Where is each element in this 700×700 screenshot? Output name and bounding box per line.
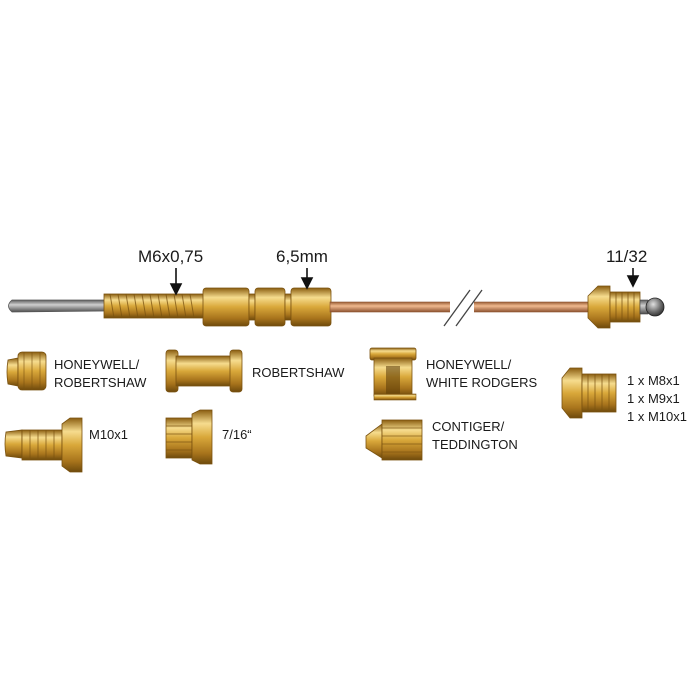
- adapter-honeywell-white-rodgers: [369, 347, 417, 401]
- tube-break-gap: [450, 296, 474, 318]
- probe-thread-section: [103, 293, 205, 319]
- probe-thread-lines: [109, 293, 195, 319]
- connector-thread: [609, 291, 641, 323]
- break-line-right: [455, 289, 483, 327]
- adapter-label-reducer-sizes: 1 x M8x1 1 x M9x1 1 x M10x1: [627, 373, 687, 424]
- adapter-label-honeywell-white-rodgers: HONEYWELL/ WHITE RODGERS: [426, 357, 538, 390]
- adapter-m10x1: [4, 417, 83, 473]
- connector-ball-tip: [645, 297, 665, 317]
- adapter-honeywell-robertshaw: [6, 351, 47, 391]
- adapter-robertshaw: [165, 349, 243, 393]
- connector-flange: [587, 285, 611, 329]
- adapter-label-honeywell-robertshaw: HONEYWELL/ ROBERTSHAW: [54, 357, 147, 390]
- diameter-label: 6,5mm: [276, 247, 328, 266]
- adapter-reducer-bushing: [561, 367, 617, 419]
- probe-body-2: [254, 287, 286, 327]
- adapter-contiger-teddington: [365, 419, 423, 461]
- adapter-label-7-16: 7/16“: [222, 427, 252, 442]
- probe-body-3: [290, 287, 332, 327]
- thermocouple-probe: [8, 285, 665, 329]
- probe-body-1: [202, 287, 250, 327]
- break-line-left: [443, 289, 471, 327]
- adapter-7-16: [165, 409, 213, 465]
- adapter-label-robertshaw: ROBERTSHAW: [252, 365, 345, 380]
- probe-steel-tip: [8, 299, 106, 313]
- adapter-label-contiger-teddington: CONTIGER/ TEDDINGTON: [432, 419, 518, 452]
- thread-size-label: M6x0,75: [138, 247, 204, 266]
- adapter-label-m10x1: M10x1: [89, 427, 129, 442]
- connector-size-label: 11/32: [606, 247, 648, 266]
- probe-neck-2: [284, 293, 292, 321]
- dimension-arrows: [169, 268, 640, 296]
- probe-neck-1: [248, 293, 256, 321]
